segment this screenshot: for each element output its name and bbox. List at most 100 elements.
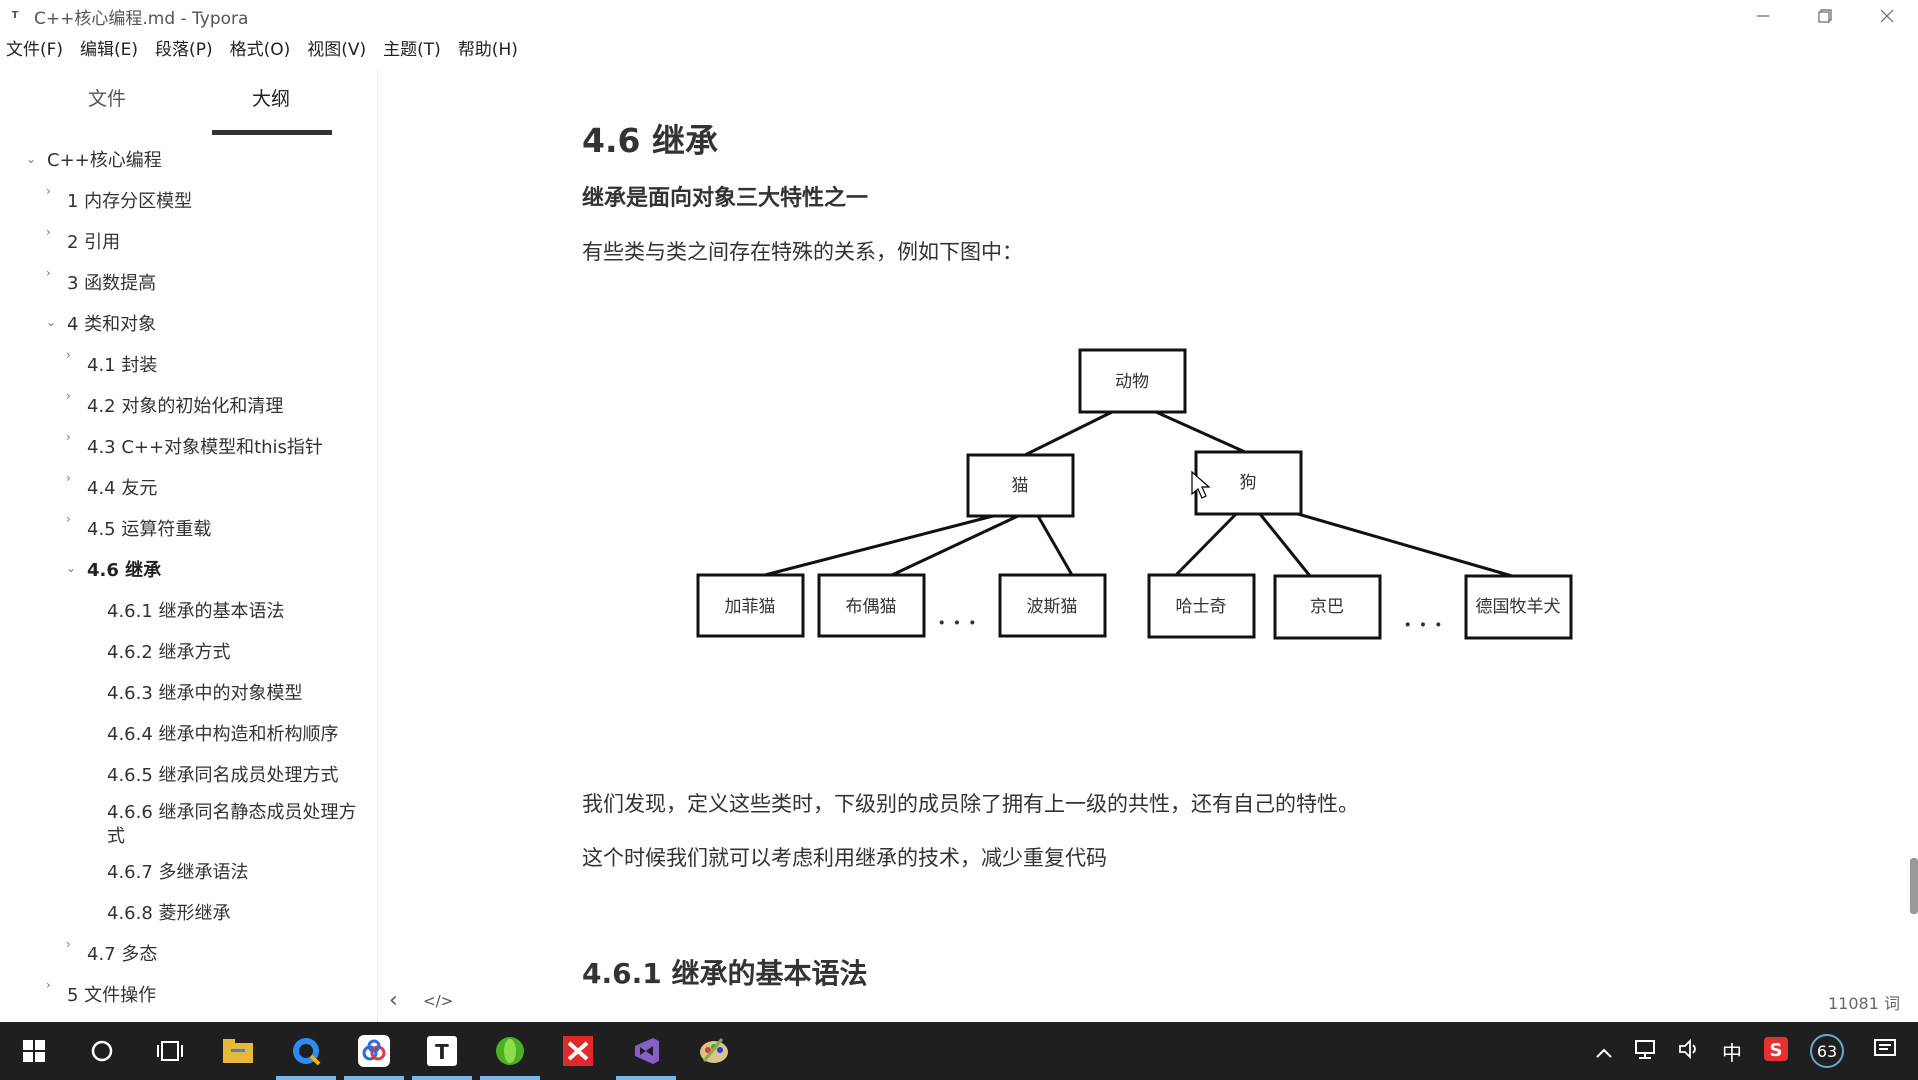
- outline-item[interactable]: 4.6.6 继承同名静态成员处理方式: [107, 802, 357, 847]
- outline-item[interactable]: 4.6.8 菱形继承: [107, 903, 231, 924]
- typora-icon[interactable]: T: [408, 1022, 476, 1080]
- file-explorer-icon[interactable]: [204, 1022, 272, 1080]
- word-count[interactable]: 11081 词: [1828, 994, 1900, 1013]
- box-pekingese: [1273, 574, 1382, 640]
- box-animal: [1078, 348, 1187, 414]
- outline-item[interactable]: 4.7 多态: [87, 944, 158, 965]
- box-dog: [1194, 450, 1303, 516]
- taskbar: T 中 S 63: [0, 1022, 1918, 1080]
- outline-item[interactable]: C++核心编程: [47, 150, 162, 171]
- outline-item[interactable]: 4.6.5 继承同名成员处理方式: [107, 765, 339, 786]
- task-view-icon[interactable]: [136, 1022, 204, 1080]
- label-pekingese: 京巴: [1310, 597, 1344, 617]
- tab-outline[interactable]: 大纲: [252, 88, 291, 110]
- battery-badge[interactable]: 63: [1810, 1034, 1844, 1068]
- chevron-right-icon[interactable]: ›: [66, 389, 71, 403]
- label-german-shepherd: 德国牧羊犬: [1476, 597, 1561, 617]
- windows-start-icon[interactable]: [0, 1022, 68, 1080]
- paint-icon[interactable]: [680, 1022, 748, 1080]
- chevron-right-icon[interactable]: ›: [46, 266, 51, 280]
- menu-theme[interactable]: 主题(T): [383, 39, 441, 60]
- title-bar: T C++核心编程.md - Typora: [0, 0, 1918, 32]
- label-ragdoll: 布偶猫: [846, 597, 897, 617]
- source-code-mode-icon[interactable]: </>: [423, 992, 454, 1010]
- window-controls: [1732, 0, 1918, 32]
- outline-item[interactable]: 4.3 C++对象模型和this指针: [87, 437, 323, 458]
- outline-item[interactable]: 4.2 对象的初始化和清理: [87, 396, 284, 417]
- chevron-down-icon[interactable]: ⌄: [26, 152, 37, 166]
- outline-item[interactable]: 4.6.2 继承方式: [107, 642, 231, 663]
- minimize-button[interactable]: [1732, 0, 1794, 32]
- diagram-connectors: [764, 410, 1513, 578]
- chevron-right-icon[interactable]: ›: [66, 348, 71, 362]
- outline-item[interactable]: 1 内存分区模型: [67, 191, 193, 212]
- menu-view[interactable]: 视图(V): [307, 39, 367, 60]
- browser-icon[interactable]: [272, 1022, 340, 1080]
- notification-icon[interactable]: [1874, 1038, 1896, 1064]
- outline-item[interactable]: 4.6.4 继承中构造和析构顺序: [107, 724, 339, 745]
- outline-item[interactable]: 4.6.7 多继承语法: [107, 862, 249, 883]
- search-circle-icon[interactable]: [68, 1022, 136, 1080]
- paragraph-1: 有些类与类之间存在特殊的关系，例如下图中：: [582, 240, 1023, 264]
- menu-paragraph[interactable]: 段落(P): [155, 39, 213, 60]
- cloud-app-icon[interactable]: [340, 1022, 408, 1080]
- sogou-input-icon[interactable]: S: [1764, 1036, 1788, 1066]
- paragraph-3: 这个时候我们就可以考虑利用继承的技术，减少重复代码: [582, 846, 1107, 870]
- outline-item[interactable]: 4 类和对象: [67, 314, 157, 335]
- volume-icon[interactable]: [1678, 1038, 1700, 1064]
- outline-item[interactable]: 3 函数提高: [67, 273, 157, 294]
- tab-files[interactable]: 文件: [88, 88, 127, 110]
- scrollbar-thumb[interactable]: [1910, 858, 1918, 914]
- outline-item[interactable]: 4.6.3 继承中的对象模型: [107, 683, 303, 704]
- outline-item[interactable]: 4.5 运算符重载: [87, 519, 212, 540]
- sidebar-toggle-icon[interactable]: ‹: [389, 988, 398, 1013]
- outline-item[interactable]: 4.1 封装: [87, 355, 158, 376]
- diagram-boxes: [696, 348, 1573, 640]
- outline-item[interactable]: 5 文件操作: [67, 985, 157, 1006]
- inheritance-diagram: 动物 猫 狗 加菲猫 布偶猫 波斯猫 哈士奇 京巴 德国牧羊犬 · · · · …: [696, 348, 1573, 640]
- green-app-icon[interactable]: [476, 1022, 544, 1080]
- chevron-right-icon[interactable]: ›: [46, 225, 51, 239]
- visual-studio-icon[interactable]: [612, 1022, 680, 1080]
- restore-icon: [1818, 9, 1832, 23]
- chevron-right-icon[interactable]: ›: [66, 471, 71, 485]
- sidebar-tabs: 文件 大纲: [0, 84, 378, 135]
- paragraph-2: 我们发现，定义这些类时，下级别的成员除了拥有上一级的共性，还有自己的特性。: [582, 792, 1359, 816]
- editor[interactable]: ‹ </> 4.6 继承 继承是面向对象三大特性之一 有些类与类之间存在特殊的关…: [379, 70, 1918, 1022]
- minimize-icon: [1757, 15, 1769, 17]
- label-cat: 猫: [1012, 476, 1029, 496]
- chevron-down-icon[interactable]: ⌄: [66, 561, 77, 575]
- menu-help[interactable]: 帮助(H): [457, 39, 518, 60]
- chevron-right-icon[interactable]: ›: [66, 937, 71, 951]
- outline-item[interactable]: 4.6.1 继承的基本语法: [107, 601, 285, 622]
- chevron-up-icon[interactable]: [1596, 1039, 1612, 1063]
- outline-item-active[interactable]: 4.6 继承: [87, 560, 162, 581]
- xmind-icon[interactable]: [544, 1022, 612, 1080]
- heading-4-6: 4.6 继承: [582, 121, 718, 160]
- label-animal: 动物: [1115, 372, 1149, 392]
- ime-indicator[interactable]: 中: [1722, 1040, 1742, 1065]
- label-dog: 狗: [1240, 473, 1257, 493]
- outline-item[interactable]: 4.4 友元: [87, 478, 158, 499]
- chevron-down-icon[interactable]: ⌄: [46, 315, 57, 329]
- chevron-right-icon[interactable]: ›: [46, 184, 51, 198]
- mouse-cursor-icon: [1191, 470, 1211, 499]
- label-garfield: 加菲猫: [725, 597, 776, 617]
- system-tray: 中 S 63: [1596, 1022, 1918, 1080]
- heading-4-6-1: 4.6.1 继承的基本语法: [582, 957, 868, 990]
- box-ragdoll: [817, 573, 926, 638]
- outline-item[interactable]: 2 引用: [67, 232, 121, 253]
- sidebar: 文件 大纲 ⌄ C++核心编程 › 1 内存分区模型 › 2 引用 › 3 函数…: [0, 70, 378, 1022]
- chevron-right-icon[interactable]: ›: [46, 978, 51, 992]
- box-garfield: [696, 573, 805, 638]
- chevron-right-icon[interactable]: ›: [66, 430, 71, 444]
- restore-button[interactable]: [1794, 0, 1856, 32]
- close-button[interactable]: [1856, 0, 1918, 32]
- box-cat: [966, 453, 1075, 518]
- network-icon[interactable]: [1634, 1039, 1656, 1064]
- menu-file[interactable]: 文件(F): [6, 39, 64, 60]
- menu-edit[interactable]: 编辑(E): [80, 39, 139, 60]
- menu-format[interactable]: 格式(O): [229, 39, 291, 60]
- chevron-right-icon[interactable]: ›: [66, 512, 71, 526]
- label-husky: 哈士奇: [1176, 597, 1227, 617]
